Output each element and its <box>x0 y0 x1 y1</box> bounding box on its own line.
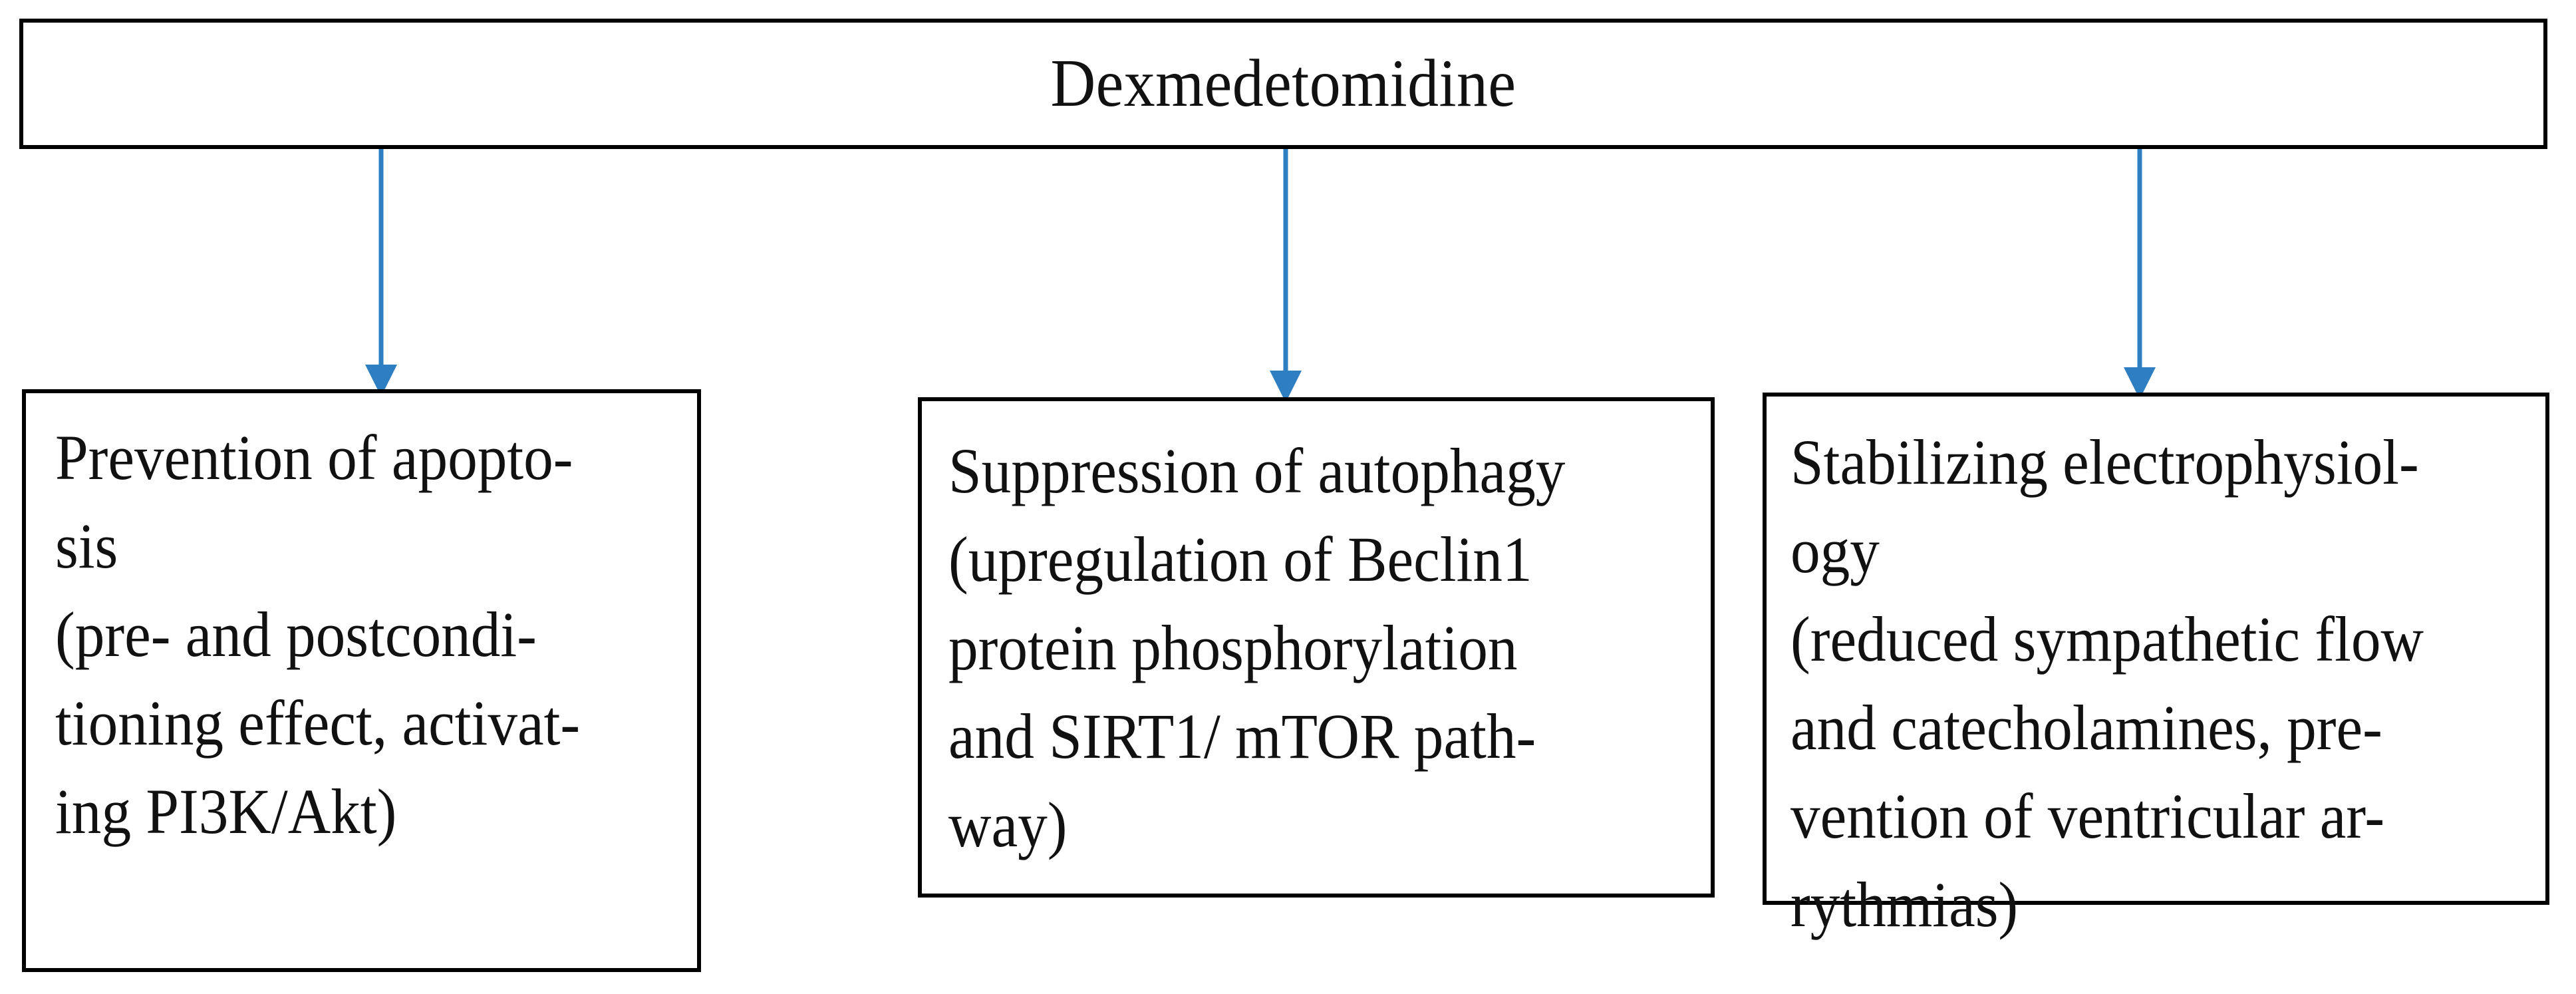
node-box-prevention-of-apoptosis: Prevention of apopto- sis (pre- and post… <box>22 389 701 972</box>
connector-arrow-1 <box>365 149 397 397</box>
node-box-suppression-of-autophagy: Suppression of autophagy (upregulation o… <box>918 397 1715 898</box>
connector-arrow-2 <box>1270 149 1302 403</box>
root-node-box: Dexmedetomidine <box>19 19 2547 149</box>
root-node-label: Dexmedetomidine <box>1050 46 1516 121</box>
node-label-prevention-of-apoptosis: Prevention of apopto- sis (pre- and post… <box>55 422 581 847</box>
node-label-stabilizing-electrophysiology: Stabilizing electrophysiol- ogy (reduced… <box>1790 426 2424 940</box>
node-box-stabilizing-electrophysiology: Stabilizing electrophysiol- ogy (reduced… <box>1763 393 2549 940</box>
node-label-suppression-of-autophagy: Suppression of autophagy (upregulation o… <box>948 435 1566 860</box>
connector-arrow-3 <box>2124 149 2156 399</box>
